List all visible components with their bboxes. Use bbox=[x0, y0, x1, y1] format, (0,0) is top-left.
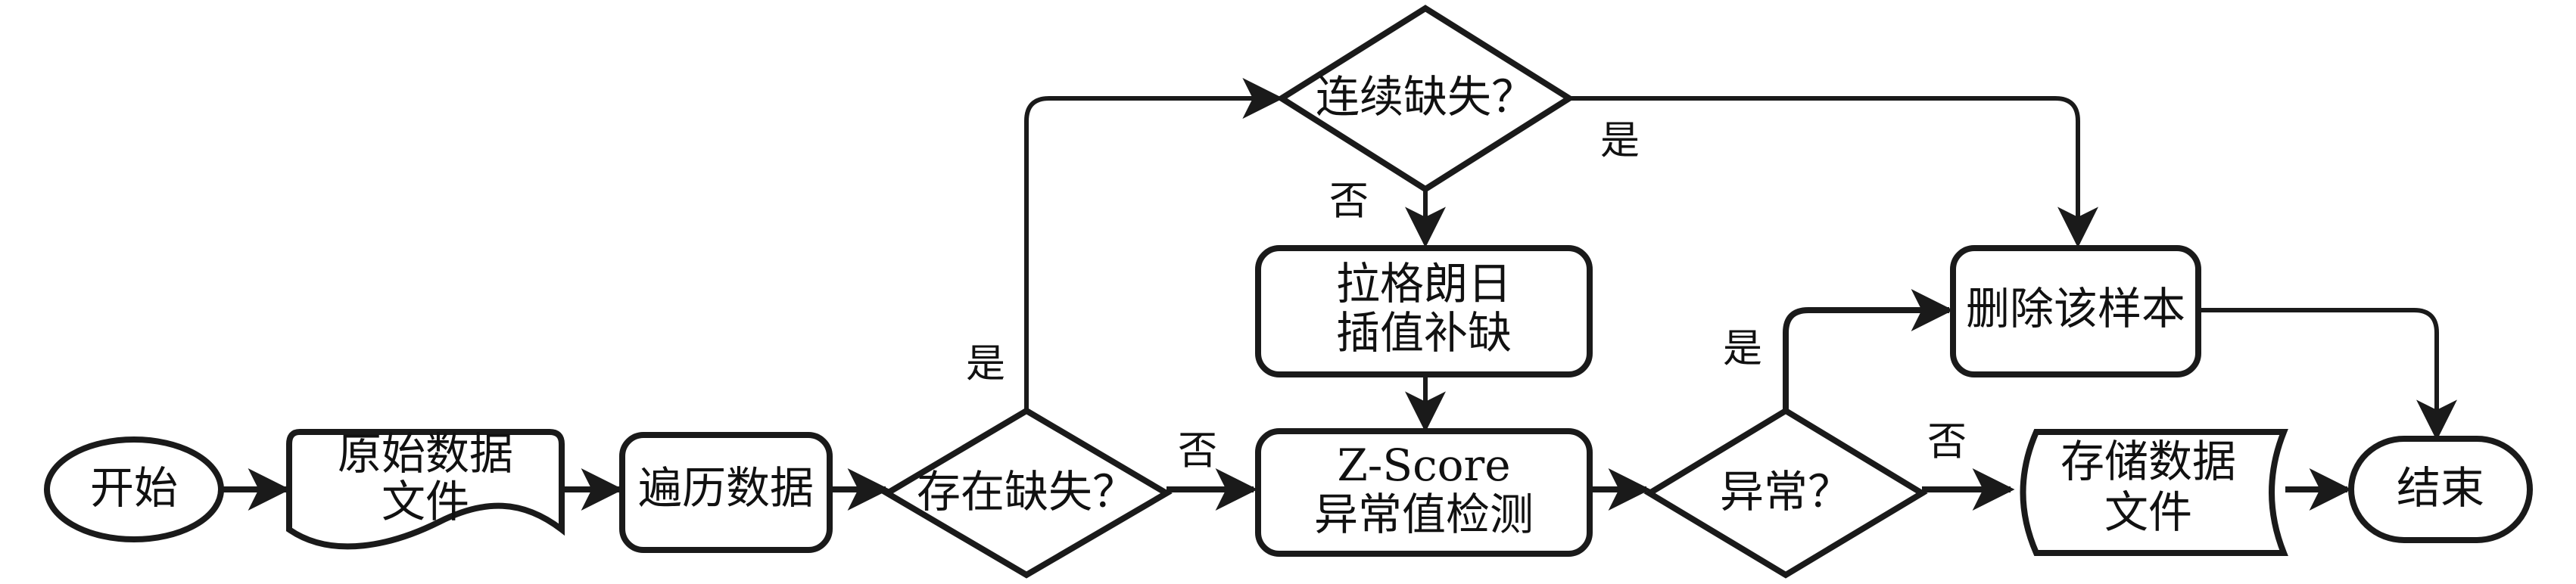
node-lagrange-label-line2: 插值补缺 bbox=[1336, 307, 1512, 359]
node-consecutive-missing-label: 连续缺失？ bbox=[1316, 71, 1535, 123]
node-is-abnormal-label: 异常？ bbox=[1720, 466, 1852, 517]
node-raw-file-label-line1: 原始数据 bbox=[338, 428, 513, 480]
edge-is-abnormal-to-delete-sample bbox=[1783, 289, 1954, 411]
node-lagrange: 拉格朗日 插值补缺 bbox=[1255, 245, 1593, 377]
edge-label-is-abnormal-yes: 是 bbox=[1723, 327, 1762, 372]
edge-has-missing-to-consecutive-missing bbox=[1024, 78, 1284, 411]
decision-shape bbox=[1276, 5, 1575, 193]
node-delete-sample: 删除该样本 bbox=[1950, 245, 2201, 377]
node-store-file-label-line2: 文件 bbox=[2104, 486, 2192, 538]
edge-label-has-missing-yes: 是 bbox=[966, 342, 1005, 387]
edge-delete-sample-to-end bbox=[2200, 308, 2457, 441]
node-traverse: 遍历数据 bbox=[619, 432, 833, 553]
node-lagrange-label-line1: 拉格朗日 bbox=[1336, 258, 1512, 309]
node-store-file-label-line1: 存储数据 bbox=[2060, 436, 2236, 487]
edges bbox=[222, 78, 2457, 511]
node-start-label: 开始 bbox=[90, 462, 178, 514]
terminal-shape bbox=[2348, 436, 2533, 543]
node-zscore: Z-Score 异常值检测 bbox=[1255, 428, 1593, 557]
edge-label-consecutive-missing-yes: 是 bbox=[1600, 119, 1640, 164]
node-start: 开始 bbox=[44, 436, 224, 542]
edge-labels: 否 是 否 是 否 是 bbox=[966, 119, 1967, 474]
node-raw-file-label-line2: 文件 bbox=[382, 476, 469, 527]
node-has-missing-label: 存在缺失？ bbox=[917, 466, 1136, 517]
process-shape bbox=[1950, 245, 2201, 377]
document-shape bbox=[286, 429, 565, 550]
node-raw-file: 原始数据 文件 bbox=[286, 428, 565, 550]
process-shape bbox=[619, 432, 833, 553]
edge-label-is-abnormal-no: 否 bbox=[1927, 420, 1967, 465]
process-shape bbox=[1255, 428, 1593, 557]
terminal-shape bbox=[44, 436, 224, 542]
edge-consecutive-missing-to-delete-sample bbox=[1569, 96, 2098, 248]
decision-shape bbox=[881, 407, 1173, 579]
node-has-missing: 存在缺失？ bbox=[881, 407, 1173, 579]
node-zscore-label-line2: 异常值检测 bbox=[1314, 489, 1534, 540]
process-shape bbox=[1255, 245, 1593, 377]
node-is-abnormal: 异常？ bbox=[1643, 407, 1928, 579]
node-traverse-label: 遍历数据 bbox=[638, 462, 814, 514]
node-store-file: 存储数据 文件 bbox=[2020, 429, 2288, 556]
edge-label-consecutive-missing-no: 否 bbox=[1329, 179, 1369, 225]
node-consecutive-missing: 连续缺失？ bbox=[1276, 5, 1575, 193]
stored-data-shape bbox=[2020, 429, 2288, 556]
node-zscore-label-line1: Z-Score bbox=[1337, 440, 1510, 491]
node-end: 结束 bbox=[2348, 436, 2533, 543]
edge-label-has-missing-no: 否 bbox=[1178, 429, 1217, 474]
node-end-label: 结束 bbox=[2397, 462, 2484, 514]
decision-shape bbox=[1643, 407, 1928, 579]
node-delete-sample-label: 删除该样本 bbox=[1966, 283, 2185, 334]
